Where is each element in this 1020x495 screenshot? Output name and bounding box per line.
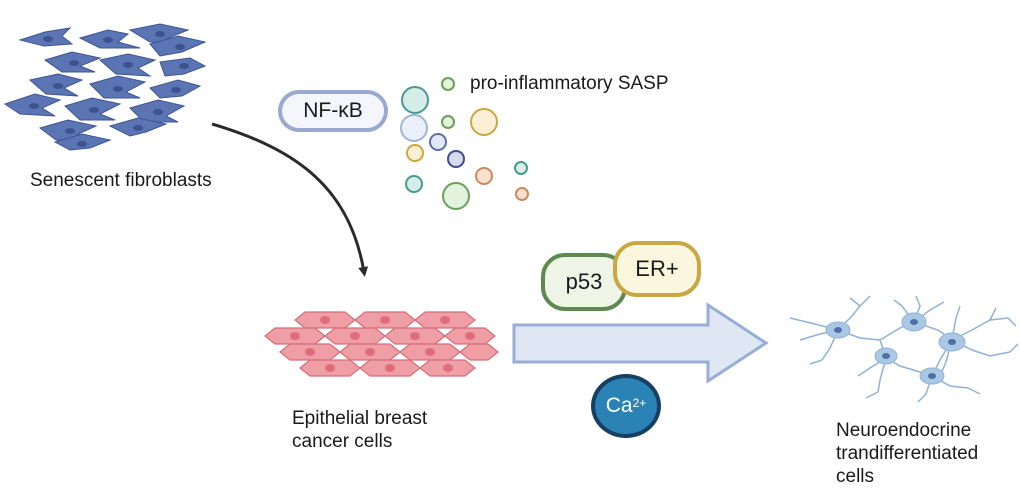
sasp-circle [515, 187, 529, 201]
senescent-fibroblasts-cluster [3, 23, 207, 151]
sasp-circle [514, 161, 528, 175]
calcium-symbol: Ca [605, 394, 633, 417]
sasp-circle [441, 115, 455, 129]
sasp-circle [441, 77, 455, 91]
neuroendocrine-cells-label: Neuroendocrine trandifferentiated cells [836, 419, 978, 488]
sasp-circle [470, 108, 498, 136]
sasp-label: pro-inflammatory SASP [470, 73, 669, 94]
er-positive-badge: ER+ [613, 241, 701, 297]
epithelial-label-line2: cancer cells [292, 431, 393, 452]
sasp-circle [442, 182, 470, 210]
neuroendocrine-somas [825, 312, 966, 385]
neuroendocrine-cells [789, 295, 1019, 403]
sasp-circle [400, 114, 428, 142]
epithelial-label-line1: Epithelial breast [292, 408, 428, 429]
calcium-charge: 2+ [632, 396, 647, 410]
sasp-circle [406, 144, 424, 162]
neuro-label-line3: cells [836, 466, 875, 487]
epithelial-nuclei [290, 316, 475, 372]
nfkb-badge: NF-κB [278, 90, 388, 132]
sasp-circles [400, 77, 529, 210]
sasp-circle [405, 175, 423, 193]
senescent-fibroblasts-label: Senescent fibroblasts [30, 170, 212, 191]
curved-arrow [211, 122, 369, 277]
neuroendocrine-nuclei [834, 319, 956, 379]
epithelial-cells-label: Epithelial breast cancer cells [292, 407, 427, 453]
sasp-circle [447, 150, 465, 168]
neuro-label-line1: Neuroendocrine [836, 420, 972, 441]
sasp-circle [429, 133, 447, 151]
fibroblast-nuclei [29, 31, 189, 147]
block-arrow [512, 302, 769, 384]
sasp-circle [401, 86, 429, 114]
sasp-circle [475, 167, 493, 185]
neuro-label-line2: trandifferentiated [836, 443, 979, 464]
epithelial-cells-sheet [264, 311, 499, 377]
